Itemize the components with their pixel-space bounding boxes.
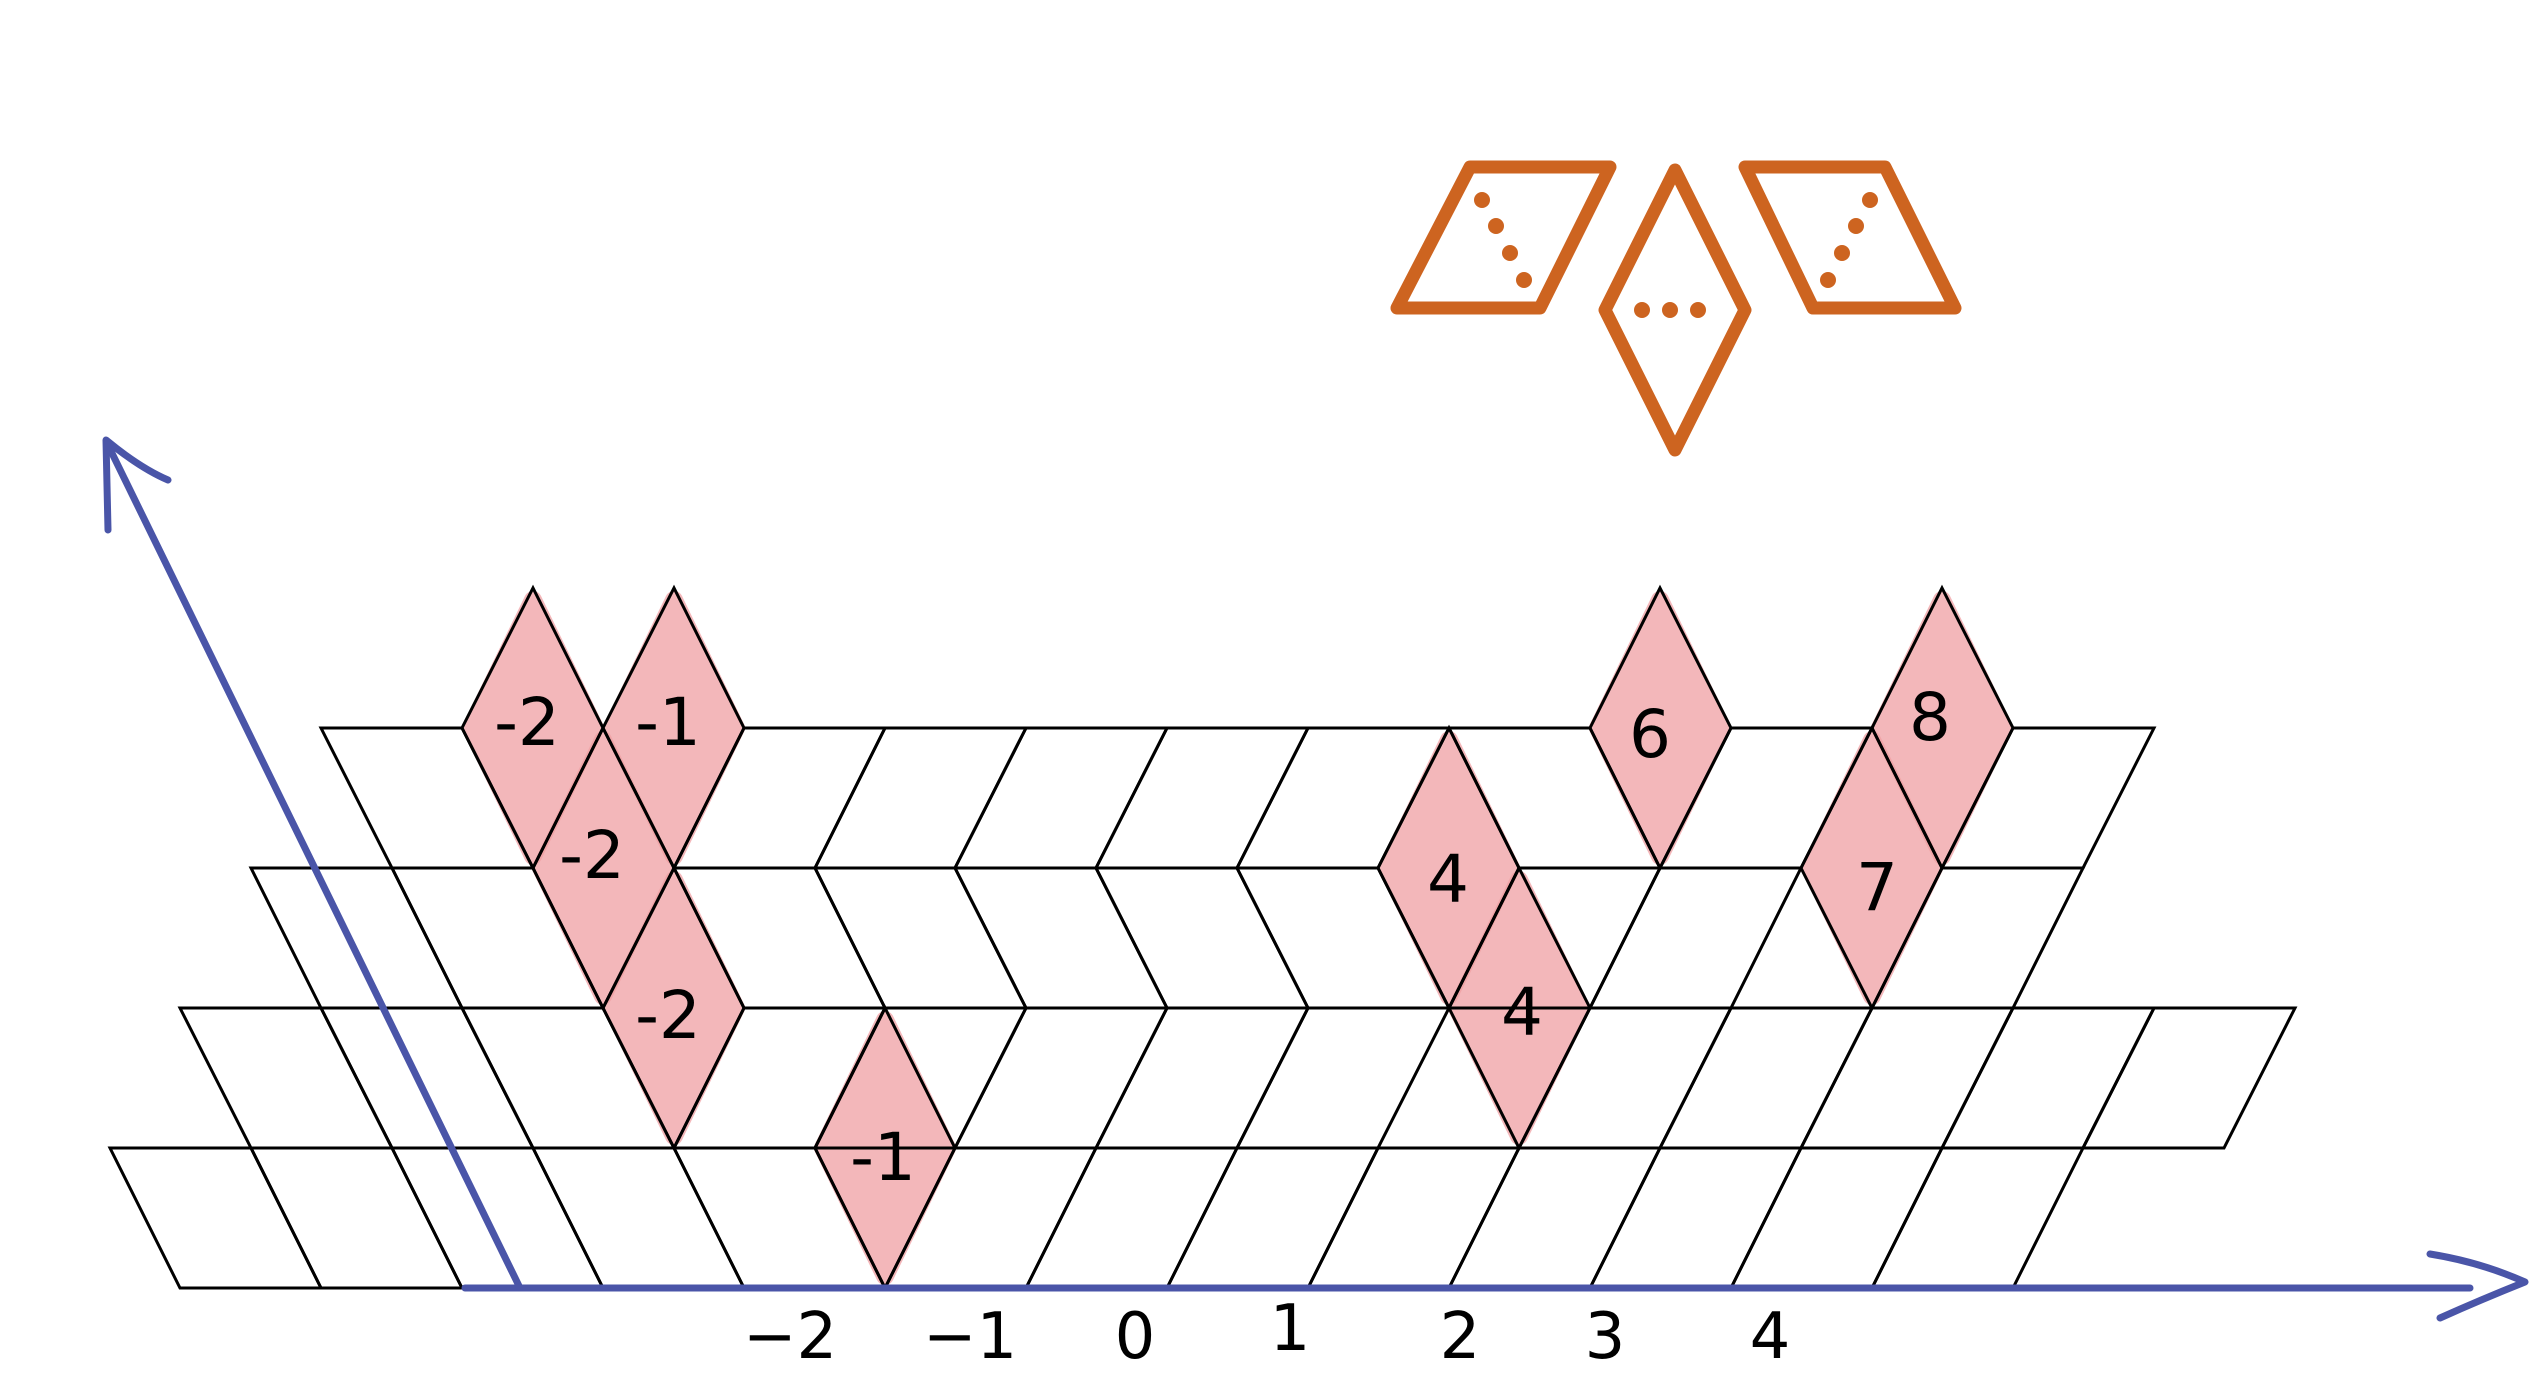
x-tick-label: 0: [1115, 1300, 1156, 1374]
legend-dot: [1690, 302, 1706, 318]
legend-dot: [1662, 302, 1678, 318]
cell-label: -1: [850, 1119, 916, 1196]
x-tick-label: 3: [1585, 1300, 1626, 1374]
highlight-scribble: [603, 871, 745, 1145]
x-tick-label: 1: [1270, 1292, 1311, 1366]
cell-label: -2: [635, 977, 701, 1054]
parallelogram-tile: [318, 1006, 536, 1150]
x-axis-arrowhead: [2426, 1250, 2529, 1322]
parallelogram-tile: [1093, 866, 1311, 1010]
x-tick-label: 2: [1440, 1300, 1481, 1374]
parallelogram-tile: [248, 1146, 465, 1290]
parallelogram-tile: [107, 1146, 324, 1290]
y-axis-arrowhead: [102, 436, 172, 534]
parallelogram-tile: [1798, 1006, 2016, 1150]
x-tick-label: 4: [1750, 1300, 1791, 1374]
parallelogram-tile: [530, 1146, 747, 1290]
highlight-scribble: [532, 731, 674, 1005]
tile-legend: [1390, 160, 1962, 457]
parallelogram-tile: [248, 866, 465, 1010]
legend-dot: [1488, 218, 1504, 234]
x-tick-label: −1: [923, 1300, 1017, 1374]
parallelogram-tile: [1869, 1146, 2086, 1290]
parallelogram-tile: [1446, 1146, 1663, 1290]
parallelogram-tile: [952, 726, 1170, 870]
parallelogram-tile: [952, 866, 1170, 1010]
highlight-scribble: [1871, 591, 2013, 865]
left-leaning-rhombus-icon: [1390, 160, 1617, 315]
parallelogram-tiling: [107, 584, 2298, 1292]
cell-labels: -2 -1 -2 -2 -1 4 4 6 8 7: [494, 679, 1951, 1196]
highlight-scribble: [1378, 731, 1520, 1005]
parallelogram-tile: [952, 1006, 1170, 1150]
highlight-layer: [462, 591, 2013, 1285]
legend-dot: [1516, 272, 1532, 288]
highlight-scribble: [462, 591, 604, 865]
cell-label: 4: [1427, 841, 1469, 918]
y-axis-line: [104, 441, 524, 1292]
x-tick-label: −2: [743, 1300, 837, 1374]
tiling-row-4: [318, 584, 2157, 872]
highlight-scribble: [1589, 591, 1731, 865]
legend-right-tile: [1738, 160, 1962, 315]
cell-label: 6: [1629, 696, 1671, 773]
x-axis-tick-labels: −2 −1 0 1 2 3 4: [743, 1292, 1791, 1374]
legend-dot: [1634, 302, 1650, 318]
parallelogram-tile: [1657, 1006, 1875, 1150]
parallelogram-tile: [1939, 726, 2157, 870]
cell-label: -2: [559, 817, 625, 894]
legend-middle-tile: [1598, 163, 1752, 457]
parallelogram-tile: [1305, 1146, 1522, 1290]
axes: [102, 436, 2529, 1322]
cell-label: -2: [494, 684, 560, 761]
parallelogram-tile: [1093, 726, 1311, 870]
parallelogram-tile: [1587, 1146, 1804, 1290]
parallelogram-tile: [1657, 726, 1875, 870]
legend-left-tile: [1390, 160, 1617, 315]
parallelogram-tile: [812, 726, 1029, 870]
parallelogram-tile: [2080, 1006, 2298, 1150]
parallelogram-tile: [1587, 866, 1804, 1010]
right-leaning-rhombus-icon: [1738, 160, 1962, 315]
legend-dot: [1834, 245, 1850, 261]
parallelogram-tile: [1728, 1146, 1945, 1290]
parallelogram-tile: [1234, 1006, 1452, 1150]
parallelogram-tile: [1234, 726, 1452, 870]
legend-dot: [1502, 245, 1518, 261]
parallelogram-tile: [177, 1006, 395, 1150]
legend-dot: [1848, 218, 1864, 234]
highlight-scribble: [1801, 731, 1943, 1005]
cell-label: 7: [1856, 849, 1898, 926]
highlight-scribble: [603, 591, 745, 865]
cell-label: 8: [1909, 679, 1951, 756]
parallelogram-tile: [1023, 1146, 1240, 1290]
vertical-rhombus-icon: [1598, 163, 1752, 457]
parallelogram-tile: [812, 866, 1029, 1010]
cell-label: 4: [1501, 974, 1543, 1051]
legend-dot: [1474, 192, 1490, 208]
legend-dot: [1862, 192, 1878, 208]
parallelogram-tile: [1164, 1146, 1381, 1290]
parallelogram-tile: [1093, 1006, 1311, 1150]
parallelogram-tile: [1939, 1006, 2157, 1150]
cell-label: -1: [635, 684, 701, 761]
parallelogram-tile: [389, 1146, 606, 1290]
legend-dot: [1820, 272, 1836, 288]
